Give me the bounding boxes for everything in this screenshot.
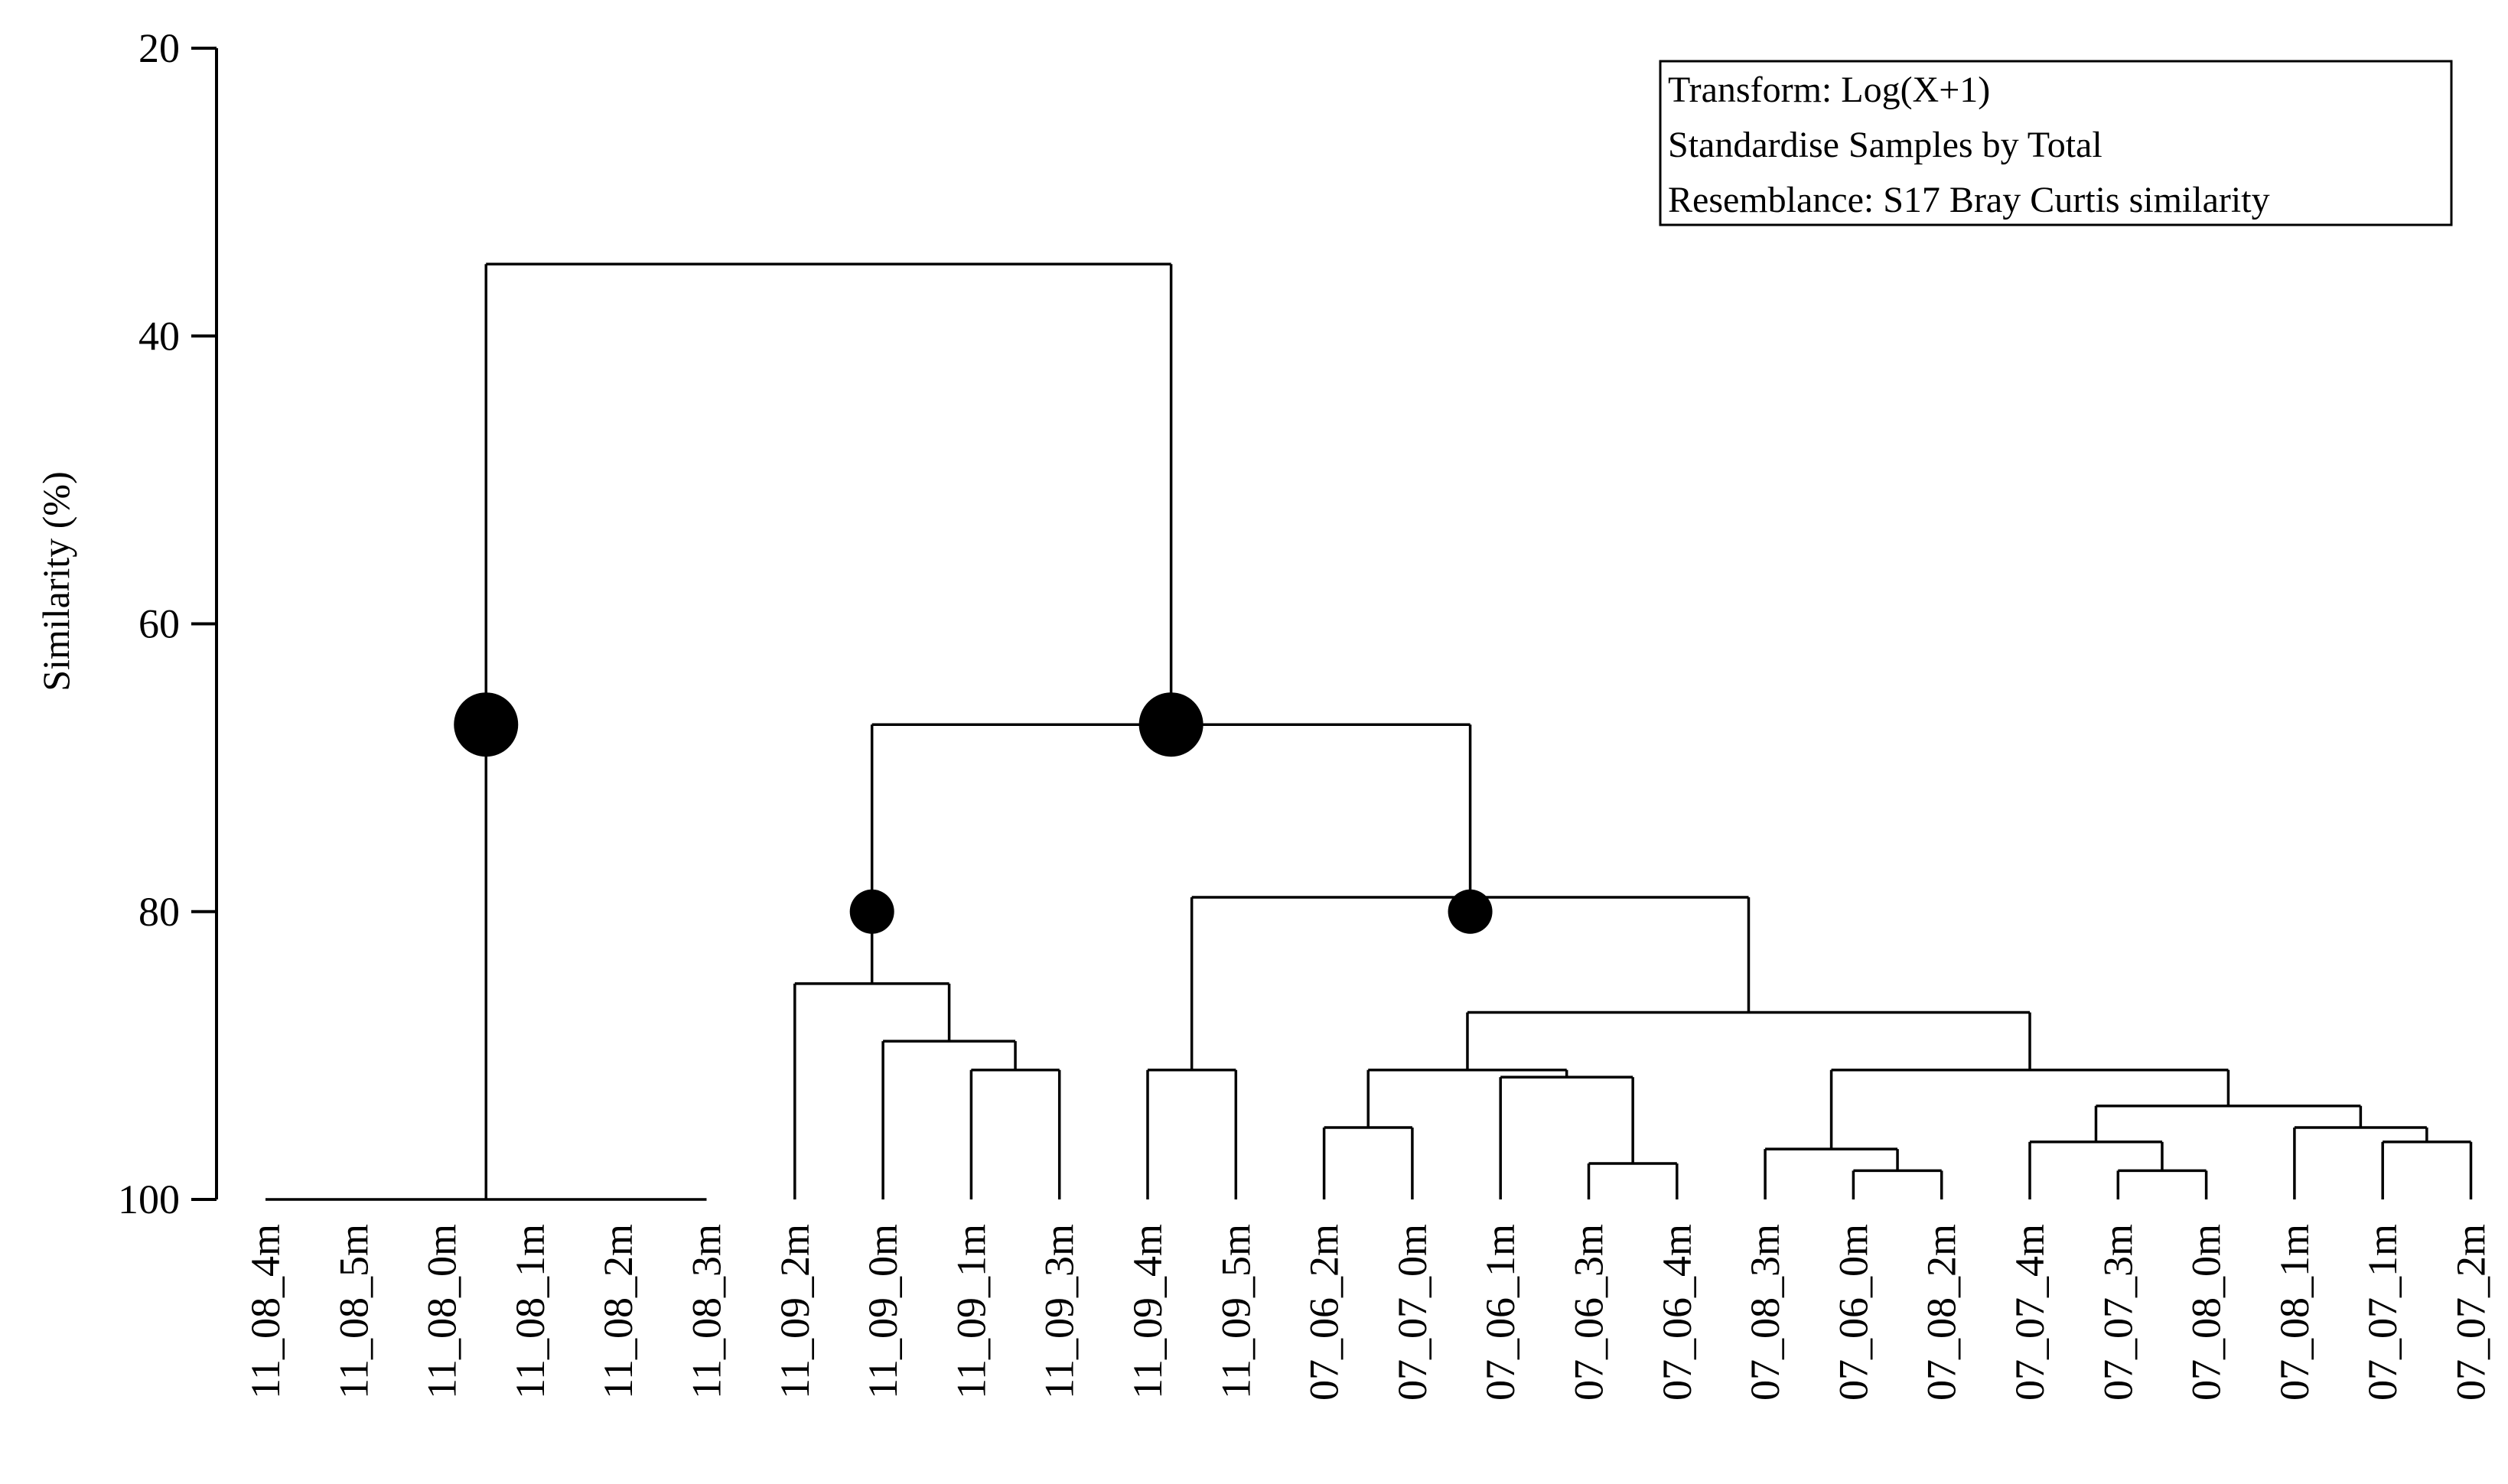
legend-box: Transform: Log(X+1) Standardise Samples … xyxy=(1659,60,2453,226)
leaf-label: 07_07_0m xyxy=(1389,1224,1435,1401)
leaf-label: 11_08_3m xyxy=(684,1224,730,1399)
leaf-label: 07_06_0m xyxy=(1830,1224,1876,1401)
leaf-label: 11_08_0m xyxy=(419,1224,465,1399)
leaf-label: 07_08_0m xyxy=(2184,1224,2230,1401)
y-axis: 20 40 60 80 100 Similarity (%) xyxy=(34,25,218,1222)
leaf-label: 11_08_1m xyxy=(507,1224,553,1399)
leaf-label: 07_07_1m xyxy=(2360,1224,2405,1401)
leaf-label: 11_09_0m xyxy=(860,1224,906,1399)
leaf-label: 07_06_1m xyxy=(1477,1224,1523,1401)
leaf-label: 11_08_4m xyxy=(243,1224,288,1399)
y-axis-label: Similarity (%) xyxy=(34,471,77,691)
legend-line-transform: Transform: Log(X+1) xyxy=(1668,70,1990,110)
leaf-label: 11_09_1m xyxy=(948,1224,994,1399)
legend-frame xyxy=(1659,60,2453,226)
leaf-label: 07_07_3m xyxy=(2095,1224,2141,1401)
significance-node-marker xyxy=(849,889,894,934)
leaf-label: 07_06_2m xyxy=(1301,1224,1347,1401)
y-tick-label: 60 xyxy=(138,601,180,647)
leaf-label: 11_09_4m xyxy=(1125,1224,1171,1399)
leaf-label: 11_09_5m xyxy=(1213,1224,1259,1399)
legend-line-resemblance: Resemblance: S17 Bray Curtis similarity xyxy=(1668,180,2270,220)
leaf-label: 11_08_2m xyxy=(595,1224,641,1399)
leaf-label: 07_08_1m xyxy=(2272,1224,2317,1401)
y-ticks: 20 40 60 80 100 xyxy=(118,25,217,1222)
leaf-label: 07_08_2m xyxy=(1919,1224,1965,1401)
legend-line-standardise: Standardise Samples by Total xyxy=(1668,125,2102,165)
leaf-label: 07_08_3m xyxy=(1742,1224,1788,1401)
leaf-label: 07_07_4m xyxy=(2007,1224,2053,1401)
significance-node-marker xyxy=(1138,692,1204,757)
node-markers xyxy=(454,692,1493,934)
leaf-label: 07_06_3m xyxy=(1566,1224,1612,1401)
leaf-label: 07_06_4m xyxy=(1654,1224,1700,1401)
significance-node-marker xyxy=(1448,889,1493,934)
leaf-label: 11_08_5m xyxy=(331,1224,376,1399)
significance-node-marker xyxy=(454,692,519,757)
leaf-labels: 11_08_4m 11_08_5m 11_08_0m 11_08_1m 11_08_2m… xyxy=(243,1224,2494,1401)
leaf-label: 11_09_2m xyxy=(772,1224,818,1399)
y-tick-label: 100 xyxy=(118,1176,180,1222)
y-tick-label: 20 xyxy=(138,25,180,71)
y-tick-label: 80 xyxy=(138,889,180,935)
leaf-label: 11_09_3m xyxy=(1037,1224,1083,1399)
leaf-label: 07_07_2m xyxy=(2448,1224,2494,1401)
y-tick-label: 40 xyxy=(138,313,180,359)
